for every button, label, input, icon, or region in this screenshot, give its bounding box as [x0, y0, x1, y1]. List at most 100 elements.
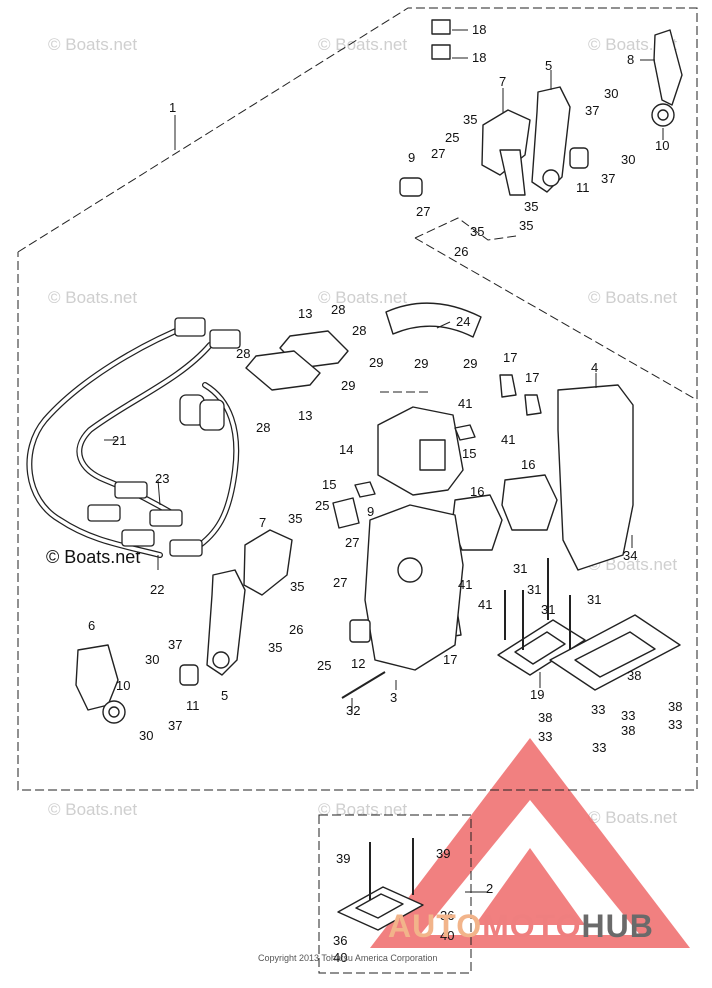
callout-23: 23	[155, 471, 169, 486]
callout-38: 38	[668, 699, 682, 714]
callout-11: 11	[576, 180, 590, 195]
callout-27: 27	[345, 535, 359, 550]
callout-33: 33	[668, 717, 682, 732]
callout-25: 25	[315, 498, 329, 513]
callout-35: 35	[463, 112, 477, 127]
callout-39: 39	[336, 851, 350, 866]
callout-35: 35	[519, 218, 533, 233]
callout-34: 34	[623, 548, 637, 563]
callout-27: 27	[333, 575, 347, 590]
callout-10: 10	[655, 138, 669, 153]
leader-lines	[104, 29, 664, 893]
callout-36: 36	[333, 933, 347, 948]
callout-33: 33	[538, 729, 552, 744]
callout-31: 31	[587, 592, 601, 607]
callout-41: 41	[458, 396, 472, 411]
callout-5: 5	[545, 58, 552, 73]
callout-15: 15	[322, 477, 336, 492]
callout-22: 22	[150, 582, 164, 597]
watermark: © Boats.net	[48, 35, 138, 54]
watermark: © Boats.net	[588, 288, 678, 307]
parts	[75, 19, 683, 931]
callout-33: 33	[592, 740, 606, 755]
callout-5: 5	[221, 688, 228, 703]
callout-15: 15	[462, 446, 476, 461]
callout-38: 38	[627, 668, 641, 683]
callouts: 1 2 3 4 5 5 6 7 7 8 9 9 10 10 11 11 12 1…	[88, 22, 682, 965]
callout-25: 25	[445, 130, 459, 145]
watermark: © Boats.net	[588, 808, 678, 827]
callout-31: 31	[541, 602, 555, 617]
logo-text: AUTOMOTOHUB	[388, 908, 654, 944]
callout-38: 38	[538, 710, 552, 725]
callout-28: 28	[236, 346, 250, 361]
callout-14: 14	[339, 442, 353, 457]
callout-28: 28	[256, 420, 270, 435]
callout-6: 6	[88, 618, 95, 633]
callout-41: 41	[478, 597, 492, 612]
watermark-dark: © Boats.net	[46, 547, 141, 567]
watermark: © Boats.net	[318, 800, 408, 819]
callout-26: 26	[289, 622, 303, 637]
callout-33: 33	[621, 708, 635, 723]
callout-13: 13	[298, 306, 312, 321]
callout-7: 7	[499, 74, 506, 89]
callout-9: 9	[408, 150, 415, 165]
callout-30: 30	[604, 86, 618, 101]
assembly-1-boundary	[17, 7, 698, 791]
callout-29: 29	[463, 356, 477, 371]
callout-2: 2	[486, 881, 493, 896]
callout-29: 29	[369, 355, 383, 370]
callout-35: 35	[288, 511, 302, 526]
watermark: © Boats.net	[318, 288, 408, 307]
callout-31: 31	[513, 561, 527, 576]
callout-11: 11	[186, 698, 200, 713]
connectors	[87, 317, 241, 557]
callout-17: 17	[503, 350, 517, 365]
callout-3: 3	[390, 690, 397, 705]
callout-29: 29	[414, 356, 428, 371]
callout-41: 41	[458, 577, 472, 592]
callout-18: 18	[472, 22, 486, 37]
callout-28: 28	[331, 302, 345, 317]
callout-33: 33	[591, 702, 605, 717]
callout-37: 37	[585, 103, 599, 118]
callout-36: 36	[440, 908, 454, 923]
callout-41: 41	[501, 432, 515, 447]
watermark: © Boats.net	[48, 288, 138, 307]
callout-29: 29	[341, 378, 355, 393]
callout-37: 37	[168, 637, 182, 652]
callout-7: 7	[259, 515, 266, 530]
callout-39: 39	[436, 846, 450, 861]
callout-13: 13	[298, 408, 312, 423]
callout-19: 19	[530, 687, 544, 702]
callout-26: 26	[454, 244, 468, 259]
callout-32: 32	[346, 703, 360, 718]
callout-35: 35	[524, 199, 538, 214]
callout-37: 37	[168, 718, 182, 733]
callout-30: 30	[621, 152, 635, 167]
callout-35: 35	[268, 640, 282, 655]
watermark: © Boats.net	[48, 800, 138, 819]
callout-9: 9	[367, 504, 374, 519]
callout-12: 12	[351, 656, 365, 671]
callout-8: 8	[627, 52, 634, 67]
callout-16: 16	[470, 484, 484, 499]
callout-35: 35	[290, 579, 304, 594]
callout-4: 4	[591, 360, 598, 375]
copyright-text: Copyright 2013 Tohatsu America Corporati…	[258, 953, 438, 963]
callout-10: 10	[116, 678, 130, 693]
callout-40: 40	[440, 928, 454, 943]
bolts	[341, 558, 571, 900]
assembly-2-boundary	[318, 814, 472, 974]
callout-17: 17	[525, 370, 539, 385]
watermark: © Boats.net	[318, 35, 408, 54]
callout-16: 16	[521, 457, 535, 472]
callout-25: 25	[317, 658, 331, 673]
callout-18: 18	[472, 50, 486, 65]
logo-triangle	[370, 738, 690, 948]
callout-30: 30	[145, 652, 159, 667]
callout-40: 40	[333, 950, 347, 965]
callout-17: 17	[443, 652, 457, 667]
